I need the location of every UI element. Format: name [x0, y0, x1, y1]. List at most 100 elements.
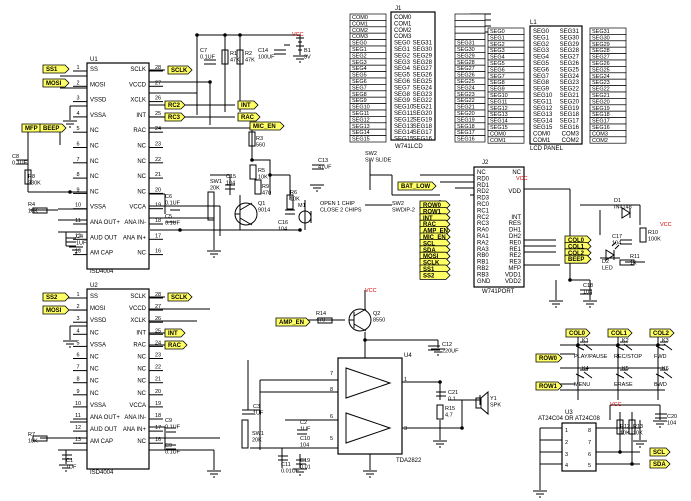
u1-pin-left: NC: [90, 174, 99, 180]
j1-ref: J1: [395, 6, 402, 12]
j1-pin-left: COM0: [394, 15, 412, 21]
j1-pin-right: SEG19: [413, 117, 433, 123]
j2-pin-right: RE3: [509, 260, 521, 266]
component-c9-label: 0.1UF: [165, 425, 181, 431]
u1-pin-left: MOSI: [90, 82, 106, 88]
key-ref: K1: [582, 338, 589, 344]
net-mic-en: MIC_EN: [253, 124, 276, 130]
component-r12-label: 10K: [620, 431, 630, 437]
table-cell-text: SEG29: [592, 42, 610, 48]
net-key-col: COL1: [611, 331, 628, 337]
l1-pin-right: SEG21: [560, 93, 580, 99]
table-cell-text: SEG19: [592, 106, 610, 112]
component-sw1-label: SW1: [210, 179, 222, 185]
u1-pin-right: ANA IN-: [124, 220, 146, 226]
svg-text:3: 3: [404, 426, 407, 432]
table-cell-text: SEG13: [352, 124, 370, 130]
table-cell-text: SEG10: [490, 93, 508, 99]
table-cell-text: SEG6: [352, 79, 367, 85]
component-r10-label: 100K: [648, 237, 661, 243]
u1-pin-number: 6: [76, 142, 79, 148]
key-switch-icon[interactable]: [615, 341, 633, 351]
l1-pin-right: SEG16: [560, 125, 580, 131]
u2-pin-left: NC: [90, 330, 99, 336]
component-r8-label: R8: [28, 174, 35, 180]
u1-ref: U1: [90, 57, 98, 63]
component-c21-label: 0.1: [448, 397, 456, 403]
component-c11-label: 0.01UF: [281, 469, 300, 475]
j2-pin-right: VDD1: [505, 272, 522, 278]
table-cell-text: SEG18: [592, 112, 610, 118]
l1-pin-right: SEG26: [560, 61, 580, 67]
u1-pin-number: 16: [155, 249, 161, 255]
u2-pin-right: VCCD: [129, 306, 147, 312]
capacitor-bodies: [16, 49, 667, 465]
l1-pin-left: SEG11: [533, 99, 553, 105]
table-cell-text: SEG11: [352, 111, 369, 117]
component-r9-label: R9: [262, 184, 269, 190]
u1-pin-right: NC: [137, 174, 146, 180]
key-switch-icon[interactable]: [575, 369, 593, 379]
svg-text:3: 3: [565, 452, 568, 458]
component-c19-label: 0.01: [300, 465, 311, 471]
table-cell-text: SEG4: [490, 55, 505, 61]
component-r1-label: 47K: [230, 58, 240, 64]
u2-pin-right: NC: [137, 439, 146, 445]
key-switch-icon[interactable]: [655, 341, 673, 351]
table-cell: [454, 13, 486, 21]
u4-ref: U4: [404, 353, 412, 359]
table-cell-text: SEG13: [490, 112, 508, 118]
table-cell-text: SEG4: [352, 66, 367, 72]
l1-pin-left: SEG15: [533, 125, 553, 131]
u2-pin-right: NC: [137, 391, 146, 397]
component-r15-label: 4.7: [445, 413, 453, 419]
j2-pin-left: RC2: [477, 215, 490, 221]
table-cell-text: SEG12: [490, 106, 508, 112]
svg-text:8: 8: [588, 428, 591, 434]
net-j2-right: BEEP: [568, 257, 584, 263]
net-j2-left: ROW1: [423, 209, 442, 215]
ground-symbols: [59, 55, 667, 498]
component-c4-label: C4: [76, 234, 83, 240]
u2-pin-number: 23: [155, 353, 161, 359]
j1-pin-right: SEG21: [413, 105, 433, 111]
key-switch-icon[interactable]: [655, 369, 673, 379]
net-ss1: SS1: [46, 67, 58, 73]
key-switch-icon[interactable]: [615, 369, 633, 379]
u1-pin-left: AM CAP: [90, 251, 113, 257]
table-cell: [349, 135, 387, 143]
table-cell-text: SEG24: [457, 85, 475, 91]
key-switch-icon[interactable]: [575, 341, 593, 351]
l1-pin-left: SEG10: [533, 93, 553, 99]
u1-pin-number: 5: [76, 126, 79, 132]
net-mfp: MFP: [25, 126, 38, 132]
j1-pin-right: SEG29: [413, 53, 433, 59]
net-key-col: COL2: [653, 331, 670, 337]
key-ref: K2: [622, 338, 629, 344]
j2-pin-left: RA2: [477, 240, 489, 246]
u1-pin-number: 11: [75, 218, 81, 224]
l1-pin-left: SEG5: [533, 61, 550, 67]
component-c14-label: C14: [258, 48, 268, 54]
net-j2-left: SS2: [423, 273, 435, 279]
j2-pin-right: INT: [511, 215, 521, 221]
l1-pin-left: SEG14: [533, 119, 553, 125]
u2-pin-right: NC: [137, 355, 146, 361]
diode-d1-icon: [621, 207, 631, 219]
net-rc3-flag: [164, 112, 186, 122]
component-c13-label: 47UF: [318, 165, 332, 171]
j2-pin-left: NC: [477, 170, 486, 176]
component-r3-label: 560: [256, 143, 265, 149]
j2-pin-right: RE2: [509, 253, 521, 259]
u1-part: ISD4004: [90, 269, 114, 275]
net-int: INT: [241, 103, 251, 109]
u1-pin-number: 22: [155, 157, 161, 163]
component-r15-label: R15: [445, 406, 455, 412]
table-cell-text: SEG30: [457, 47, 475, 53]
component-c9-label: C9: [165, 418, 172, 424]
component-sw1-label: 20K: [210, 186, 220, 192]
net-j2-right: COL1: [568, 244, 585, 250]
table-cell-text: SEG8: [490, 80, 505, 86]
